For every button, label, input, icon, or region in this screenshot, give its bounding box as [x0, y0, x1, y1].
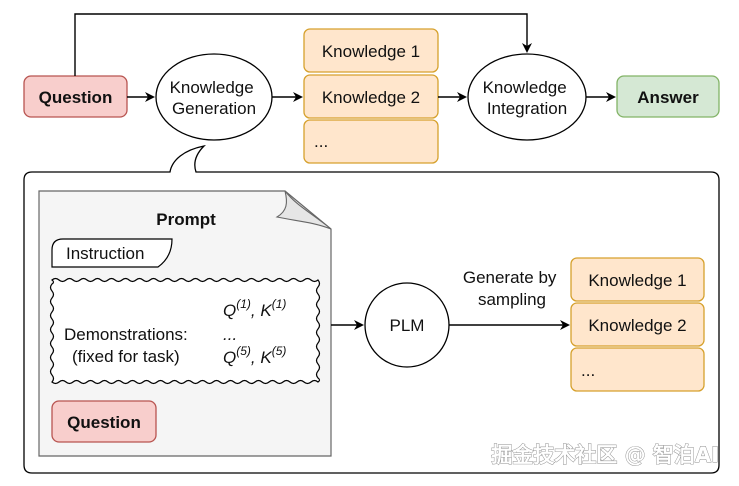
demo-last-sep: ,	[251, 348, 260, 367]
knowledge-integration-label: Knowledge Integration	[483, 78, 572, 118]
plm-label: PLM	[390, 316, 425, 335]
top-knowledge-stack: Knowledge 1 Knowledge 2 ...	[303, 28, 439, 164]
knowledge-integration-line-1: Knowledge	[483, 78, 567, 97]
instruction-tag	[51, 238, 173, 268]
demo-first-sep: ,	[251, 301, 260, 320]
demo-last-k-sup: (5)	[272, 344, 287, 358]
sampling-label: Generate by sampling	[463, 268, 561, 309]
demonstrations-box	[49, 277, 321, 385]
answer-label: Answer	[637, 88, 699, 107]
prompt-page-fold	[275, 190, 332, 230]
top-knowledge-box-3	[303, 119, 439, 164]
bottom-knowledge-label-3: ...	[581, 361, 595, 380]
sampling-label-line-2: sampling	[478, 290, 546, 309]
demo-first-pair: Q(1), K(1)	[223, 297, 286, 320]
bottom-knowledge-label-1: Knowledge 1	[588, 271, 686, 290]
demonstrations-note: (fixed for task)	[72, 347, 180, 366]
demo-first-k-sup: (1)	[272, 297, 287, 311]
demonstrations-label: Demonstrations:	[64, 325, 188, 344]
bottom-knowledge-box-3	[570, 347, 705, 392]
prompt-question-box	[51, 400, 157, 443]
demo-last-q-sup: (5)	[236, 344, 251, 358]
bottom-knowledge-box-2	[570, 302, 705, 347]
arrow-question-bypass-to-integration	[74, 13, 532, 76]
top-knowledge-box-1	[303, 28, 439, 73]
top-knowledge-label-3: ...	[314, 132, 328, 151]
knowledge-integration-node: Knowledge Integration	[467, 53, 587, 141]
answer-node: Answer	[616, 75, 720, 118]
demo-last-q: Q	[223, 348, 236, 367]
plm-node: PLM	[364, 282, 450, 368]
demo-first-k: K	[260, 301, 272, 320]
prompt-question-node: Question	[51, 400, 157, 443]
prompt-title: Prompt	[156, 210, 216, 229]
demo-first-q-sup: (1)	[236, 297, 251, 311]
demo-last-pair: Q(5), K(5)	[223, 344, 286, 367]
demo-first-q: Q	[223, 301, 236, 320]
answer-box	[616, 75, 720, 118]
knowledge-generation-label: Knowledge Generation	[170, 78, 259, 118]
top-knowledge-label-1: Knowledge 1	[322, 42, 420, 61]
knowledge-generation-node: Knowledge Generation	[155, 53, 273, 141]
knowledge-generation-line-2: Generation	[172, 99, 256, 118]
knowledge-generation-ellipse	[155, 53, 273, 141]
knowledge-generation-line-1: Knowledge	[170, 78, 254, 97]
instruction-label: Instruction	[66, 244, 144, 263]
sampling-label-line-1: Generate by	[463, 268, 557, 287]
knowledge-integration-ellipse	[467, 53, 587, 141]
watermark: 掘金技术社区 @ 智泊AI	[491, 443, 719, 467]
top-knowledge-label-2: Knowledge 2	[322, 88, 420, 107]
demo-ellipsis: ...	[223, 325, 237, 344]
prompt-question-label: Question	[67, 413, 141, 432]
bottom-knowledge-box-1	[570, 257, 705, 302]
knowledge-integration-line-2: Integration	[487, 99, 567, 118]
bottom-knowledge-stack: Knowledge 1 Knowledge 2 ...	[570, 257, 705, 392]
question-node: Question	[23, 75, 128, 118]
bottom-knowledge-label-2: Knowledge 2	[588, 316, 686, 335]
question-label: Question	[39, 88, 113, 107]
demo-last-k: K	[260, 348, 272, 367]
